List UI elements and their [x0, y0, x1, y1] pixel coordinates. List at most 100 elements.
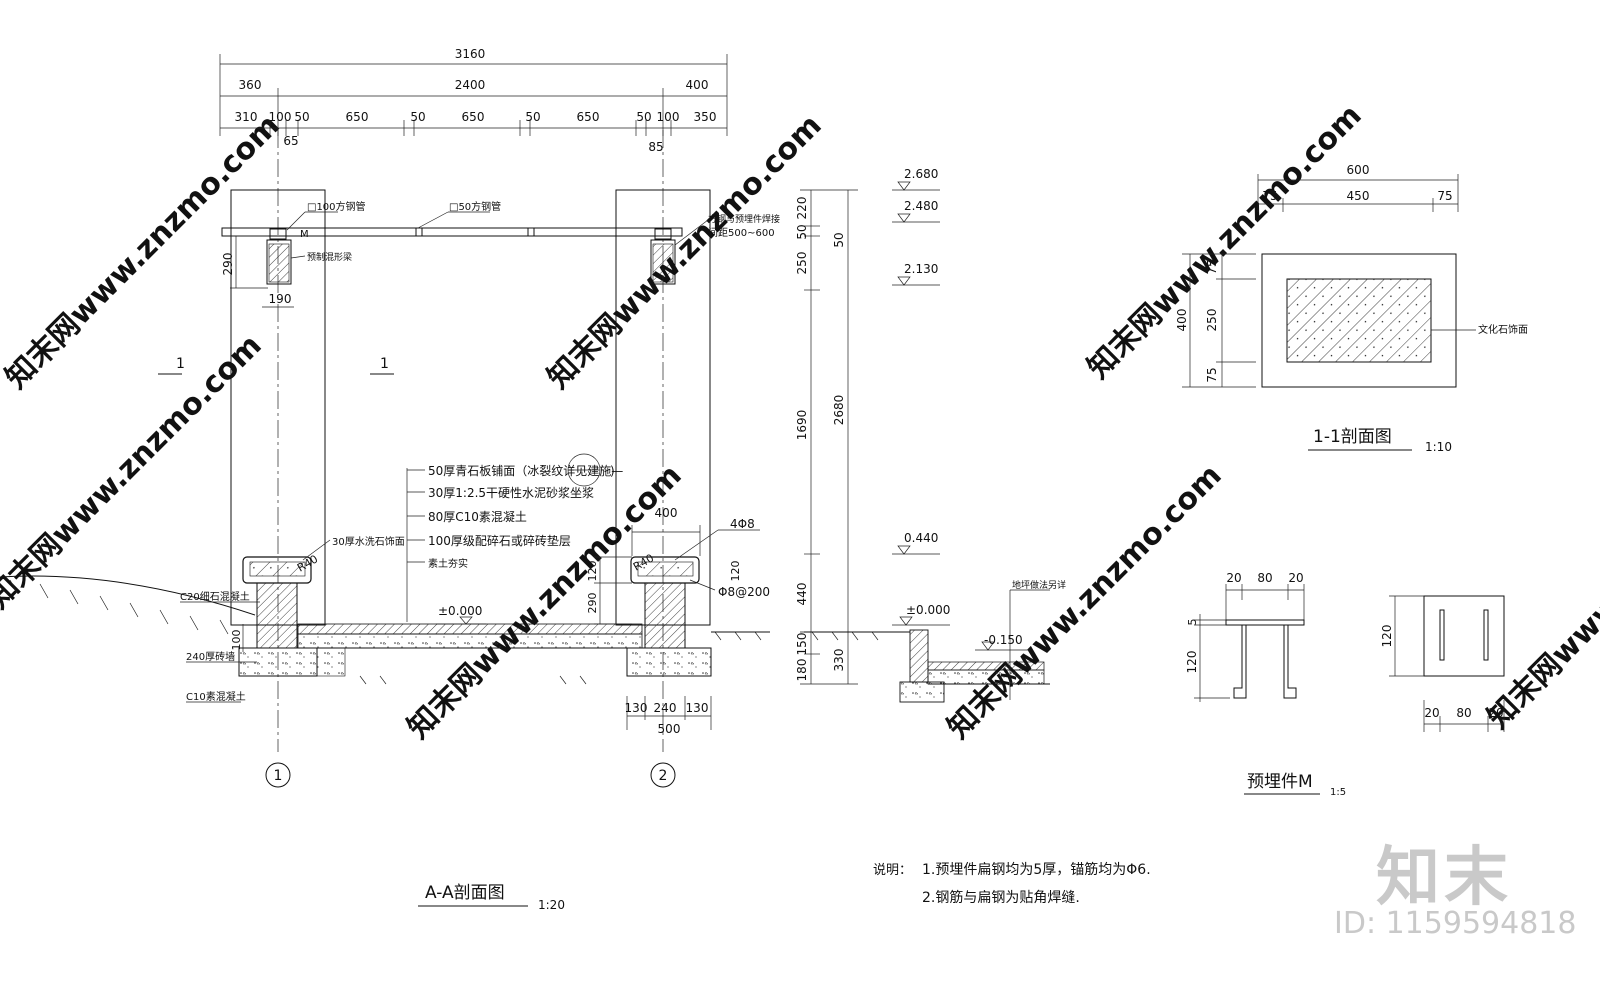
- embed-box-left: [266, 239, 292, 285]
- top-dim: 20: [1288, 571, 1303, 585]
- watermark: 知末网www.znzmo.com: [541, 108, 829, 396]
- ground-note: 地坪做法另详: [1012, 579, 1066, 591]
- pipe-weld-label: 方钢与预埋件焊接: [708, 213, 780, 225]
- left-chain-dim: 220: [795, 197, 809, 220]
- layer-bracket: ): [610, 464, 615, 478]
- found-dim: 130: [686, 701, 709, 715]
- height-part: 250: [1205, 309, 1219, 332]
- dim-row3: 50: [636, 110, 651, 124]
- dim-120a: 120: [1185, 651, 1199, 674]
- right-footing: [626, 647, 712, 677]
- axis-label: 2: [659, 768, 668, 784]
- vertical-dimensions: 220 50 250 1690 440 150 180 50 2680 330: [795, 189, 858, 685]
- centerlines: [277, 130, 664, 752]
- dim-290-left: 290: [221, 253, 235, 276]
- section-11-title: 1-1剖面图: [1313, 427, 1392, 447]
- level-label: 2.680: [904, 167, 938, 181]
- section-mark: 1: [176, 356, 185, 372]
- embed-scale: 1:5: [1330, 787, 1346, 798]
- axis-bubble-1: [265, 762, 291, 788]
- rebar-stirrup-label: Φ8@200: [718, 585, 770, 599]
- dim-120-label: 120: [729, 561, 742, 582]
- notes-label: 说明：: [873, 863, 912, 878]
- axis-label: 1: [274, 768, 283, 784]
- section-aa-title: A-A剖面图: [425, 883, 505, 903]
- dim-row2: 400: [686, 78, 709, 92]
- dim-row3: 650: [462, 110, 485, 124]
- structure: 290 190 1 2 1 1: [0, 189, 770, 788]
- right-chain-dim: 330: [832, 649, 846, 672]
- wash-stone-label: 30厚水洗石饰面: [332, 535, 405, 548]
- section-11-outline: [1261, 253, 1457, 388]
- left-chain-dim: 150: [795, 633, 809, 656]
- level-label: ±0.000: [906, 603, 950, 617]
- layer-label: 100厚级配碎石或碎砖垫层: [428, 533, 571, 548]
- brand-logo: 知末: [1376, 841, 1512, 915]
- dim-row3: 100: [269, 110, 292, 124]
- dim-290-label: 290: [586, 593, 599, 614]
- note-item: 2.钢筋与扁钢为贴角焊缝.: [922, 889, 1080, 906]
- precast-beam-label: 预制混形梁: [307, 251, 352, 263]
- c20-label: C20细石混凝土: [180, 590, 250, 603]
- seat-width-label: 400: [655, 506, 678, 520]
- left-chain-dim: 440: [795, 583, 809, 606]
- layer-label: 80厚C10素混凝土: [428, 509, 527, 524]
- section-11-scale: 1:10: [1425, 440, 1452, 454]
- top-dim: 20: [1226, 571, 1241, 585]
- watermark: 知末网www.znzmo.com: [941, 458, 1229, 746]
- aa-title: A-A剖面图 1:20: [418, 883, 565, 912]
- dim-row2: 2400: [455, 78, 486, 92]
- layer-label: 30厚1:2.5干硬性水泥砂浆坐浆: [428, 485, 594, 500]
- dim-100-label: 100: [230, 630, 243, 651]
- dim-row3: 50: [294, 110, 309, 124]
- section-11-core: [1286, 278, 1432, 363]
- dim-5: 5: [1186, 619, 1199, 626]
- layer-label: 50厚青石板铺面（冰裂纹详见建施—: [428, 463, 623, 478]
- floor-layer: [297, 633, 643, 649]
- bottom-dim: 20: [1424, 706, 1439, 720]
- r40-label: R40: [295, 553, 320, 575]
- right-chain-dim: 2680: [832, 395, 846, 426]
- dim-row3: 100: [657, 110, 680, 124]
- finish-label: 文化石饰面: [1478, 323, 1528, 336]
- dim-small: 65: [283, 134, 298, 148]
- found-dim: 130: [625, 701, 648, 715]
- dim-row3: 650: [577, 110, 600, 124]
- pipe-spacing-label: 间距500~600: [708, 226, 775, 239]
- axis-bubble-2: [650, 762, 676, 788]
- found-dim: 240: [654, 701, 677, 715]
- dim-120b: 120: [1380, 625, 1394, 648]
- width-part: 75: [1437, 189, 1452, 203]
- dim-row3: 50: [410, 110, 425, 124]
- dim-row3: 310: [235, 110, 258, 124]
- aa-labels: □100方钢管 □50方钢管 方钢与预埋件焊接 间距500~600 M 预制混形…: [180, 200, 780, 736]
- top-beam: [221, 227, 683, 237]
- left-chain-dim: 250: [795, 252, 809, 275]
- dim-row3: 650: [346, 110, 369, 124]
- watermark: 知末网www.znzmo.com: [1481, 448, 1600, 736]
- dim-120-label: 120: [586, 561, 599, 582]
- left-chain-dim: 180: [795, 659, 809, 682]
- embed-title: 预埋件M: [1247, 772, 1313, 792]
- pipe-50-label: □50方钢管: [449, 200, 501, 213]
- level-label: 2.480: [904, 199, 938, 213]
- height-part: 75: [1205, 259, 1219, 274]
- level-label: 0.440: [904, 531, 938, 545]
- dim-row2: 360: [239, 78, 262, 92]
- dim-row3: 50: [525, 110, 540, 124]
- right-brick-wall: [644, 582, 686, 649]
- ground-edge-detail: 地坪做法另详: [804, 579, 1066, 703]
- dim-190: 190: [269, 292, 292, 306]
- dim-small: 85: [648, 140, 663, 154]
- dim-row3: 350: [694, 110, 717, 124]
- floor-slab: [297, 623, 643, 635]
- section-11: 600 75 450 75 400 75 250 75 文化石饰面 1-1剖面图…: [1175, 163, 1528, 454]
- embed-plan-outline: [1423, 595, 1505, 677]
- rebar-4-label: 4Φ8: [730, 517, 755, 531]
- width-part: 75: [1262, 189, 1277, 203]
- layer-label: 素土夯实: [428, 557, 468, 570]
- height-dim: 400: [1175, 309, 1189, 332]
- bottom-dim: 20: [1488, 706, 1503, 720]
- height-part: 75: [1205, 367, 1219, 382]
